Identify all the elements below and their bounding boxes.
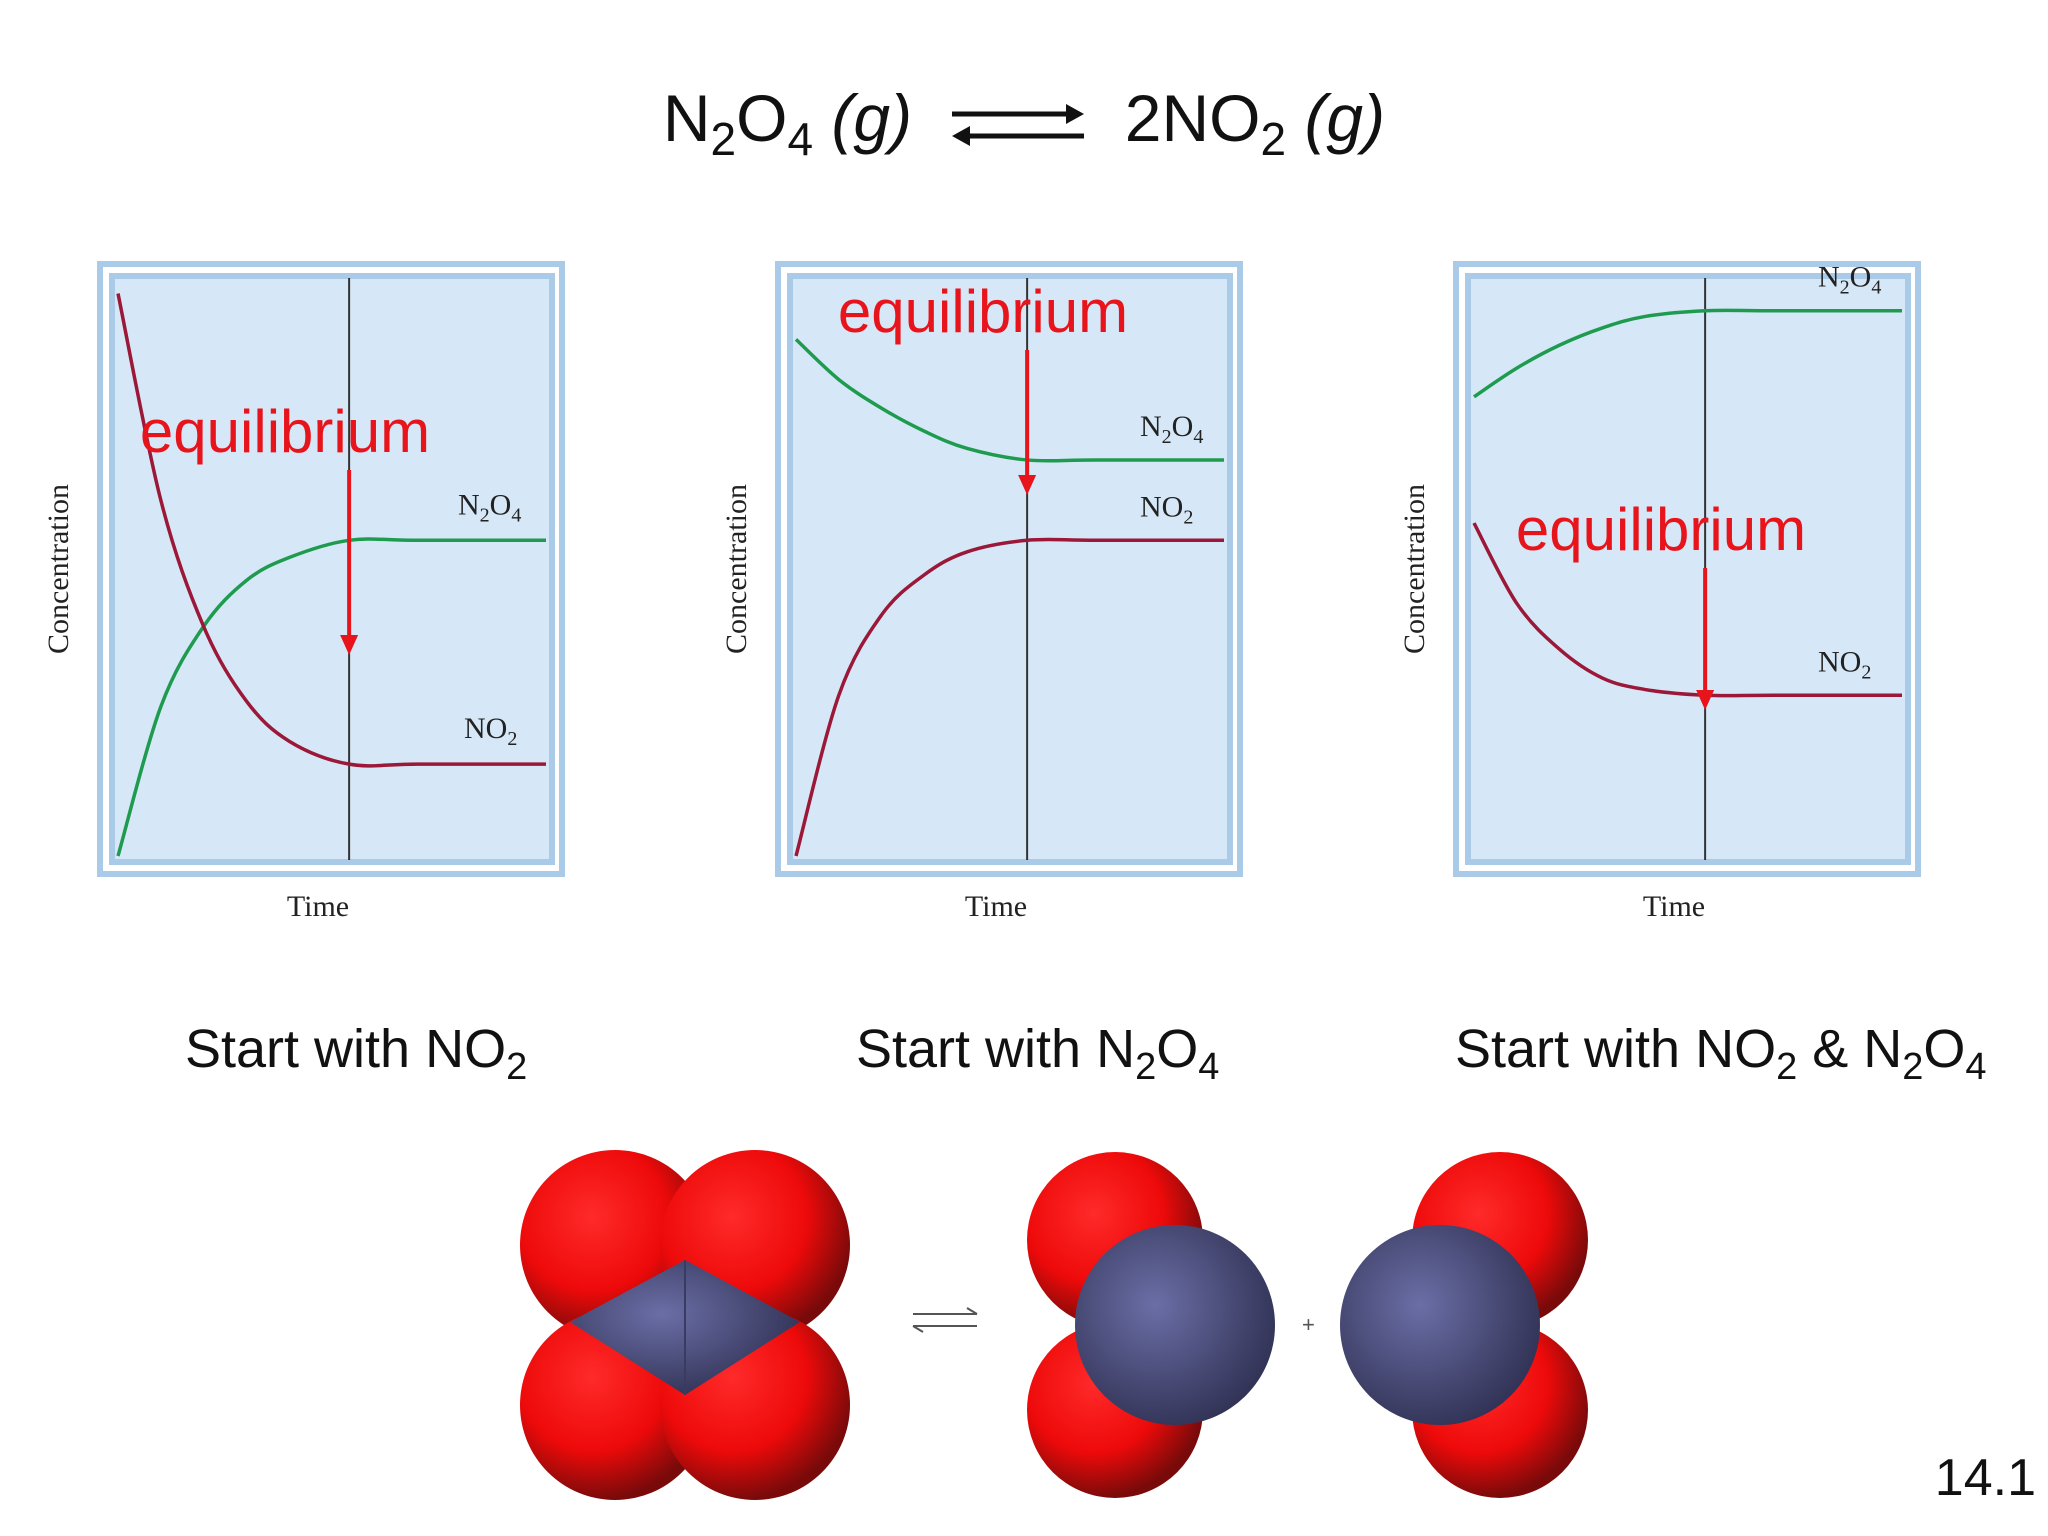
series-line-n2o4 — [794, 338, 1224, 463]
equilibrium-annotation: equilibrium — [838, 278, 1128, 345]
slide-number: 14.1 — [1934, 1449, 2036, 1507]
caption-start-with-both: Start with NO2 & N2O4 — [1455, 1019, 1987, 1088]
series-line-no2 — [794, 537, 1224, 857]
caption-start-with-no2: Start with NO2 — [185, 1019, 528, 1088]
product-formula: 2NO2 — [1124, 81, 1287, 165]
series-label-no2: NO2 — [464, 712, 517, 750]
plot-area — [787, 273, 1233, 865]
caption-start-with-n2o4: Start with N2O4 — [856, 1019, 1220, 1088]
small-equilibrium-arrows-icon — [912, 1307, 978, 1333]
series-label-n2o4: N2O4 — [1818, 261, 1881, 299]
equilibrium-annotation: equilibrium — [1516, 496, 1806, 563]
no2-molecule-left-icon — [1027, 1152, 1275, 1498]
reactant-formula: N2O4 — [662, 81, 814, 165]
plot-area — [109, 273, 555, 865]
molecule-models: + — [520, 1150, 1588, 1500]
series-label-no2: NO2 — [1140, 490, 1193, 528]
equilibrium-arrow-head — [1018, 475, 1037, 495]
equilibrium-arrow-head — [1696, 690, 1715, 710]
plot-area — [1465, 273, 1911, 865]
series-label-no2: NO2 — [1818, 645, 1871, 683]
x-axis-label: Time — [287, 890, 349, 923]
n2o4-molecule-icon — [520, 1150, 850, 1500]
equilibrium-arrows-icon — [952, 103, 1085, 146]
equilibrium-annotation: equilibrium — [140, 398, 430, 465]
series-line-no2 — [1472, 522, 1902, 698]
equilibrium-arrow-head — [340, 635, 359, 655]
plus-sign: + — [1302, 1312, 1315, 1337]
y-axis-label: Concentration — [1398, 484, 1431, 654]
y-axis-label: Concentration — [720, 484, 753, 654]
series-line-n2o4 — [1473, 308, 1902, 399]
series-line-n2o4 — [116, 537, 546, 857]
x-axis-label: Time — [965, 890, 1027, 923]
series-line-no2 — [116, 293, 546, 768]
no2-molecule-right-icon — [1340, 1152, 1588, 1498]
reactant-state: (g) — [831, 81, 913, 155]
reaction-equation: N2O4 (g) 2NO2 (g) — [0, 80, 2048, 165]
y-axis-label: Concentration — [42, 484, 75, 654]
product-state: (g) — [1304, 81, 1386, 155]
series-label-n2o4: N2O4 — [458, 488, 521, 526]
x-axis-label: Time — [1643, 890, 1705, 923]
series-label-n2o4: N2O4 — [1140, 410, 1203, 448]
